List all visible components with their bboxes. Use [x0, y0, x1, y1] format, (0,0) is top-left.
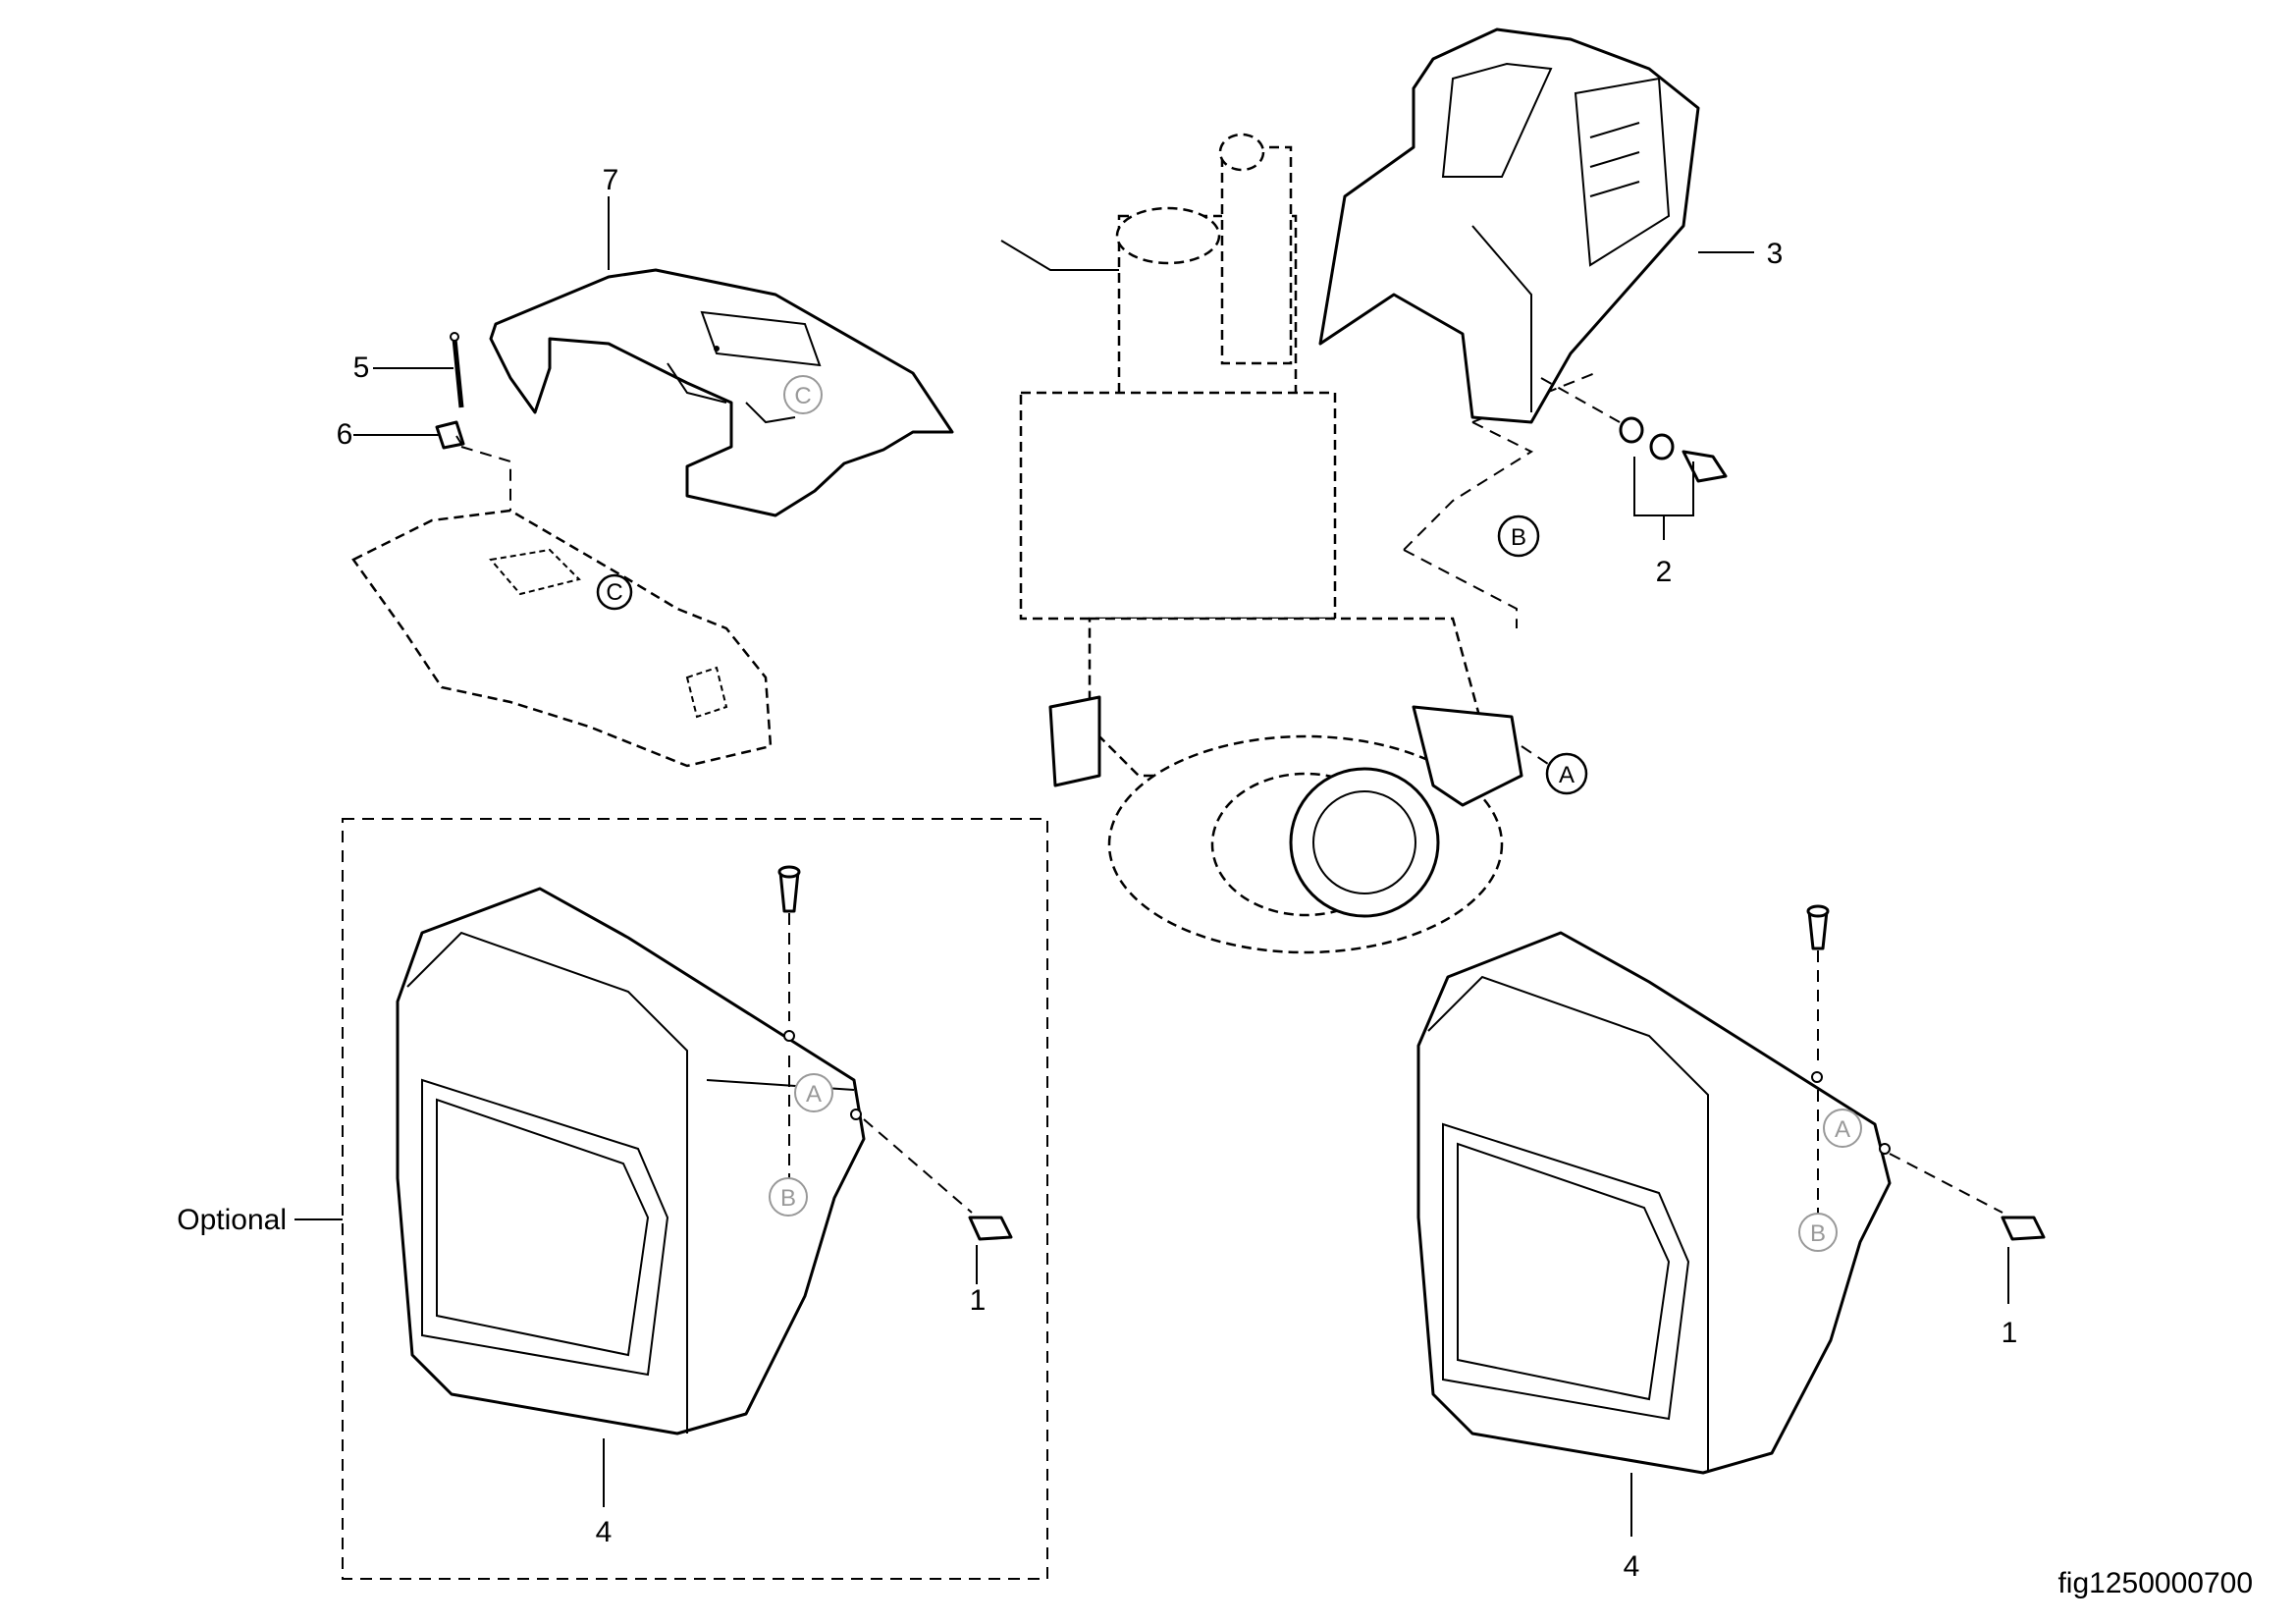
callout-2: 2	[1656, 556, 1673, 588]
callout-3: 3	[1767, 238, 1784, 270]
ref-a-circle-right: A	[1823, 1109, 1862, 1148]
svg-text:A: A	[806, 1081, 822, 1108]
svg-text:A: A	[1559, 762, 1575, 788]
ref-b-circle-left: B	[769, 1177, 808, 1217]
ref-b-circle-right: B	[1798, 1213, 1838, 1252]
callout-4-left: 4	[596, 1516, 613, 1548]
screw-left-top	[777, 865, 801, 913]
screw-right-top	[1806, 904, 1830, 950]
screw-right-side	[2001, 1216, 2046, 1241]
svg-text:B: B	[1810, 1220, 1826, 1247]
top-cover-part-7	[489, 268, 954, 517]
bolt-part-6	[435, 420, 465, 450]
svg-text:B: B	[780, 1185, 796, 1212]
optional-frame	[342, 818, 1048, 1580]
side-cover-left-part-4	[396, 887, 866, 1435]
drive-unit-assembly	[1000, 133, 1523, 954]
callout-1-right: 1	[2002, 1317, 2018, 1349]
callout-7: 7	[603, 164, 619, 196]
callout-4-right: 4	[1624, 1550, 1640, 1583]
svg-text:C: C	[606, 579, 622, 606]
svg-text:B: B	[1511, 524, 1526, 551]
side-cover-right-part-4	[1416, 931, 1892, 1475]
rear-cover-part-3	[1318, 27, 1700, 424]
ref-a-circle-left: A	[794, 1073, 833, 1112]
washer-bolt-part-2	[1619, 416, 1728, 540]
callout-6: 6	[337, 418, 353, 451]
lower-cover-dashed	[351, 509, 773, 768]
optional-label: Optional	[177, 1204, 287, 1236]
screw-left-side	[968, 1216, 1013, 1241]
callout-5: 5	[353, 352, 370, 384]
pin-part-5	[450, 332, 464, 408]
ref-c-circle-cover: C	[783, 375, 823, 414]
callout-1-left: 1	[970, 1284, 987, 1317]
svg-text:A: A	[1835, 1116, 1850, 1143]
ref-b-circle-main: B	[1497, 514, 1540, 558]
svg-text:C: C	[794, 383, 811, 409]
figure-id: fig1250000700	[2057, 1567, 2253, 1599]
ref-a-circle-main: A	[1545, 752, 1588, 795]
ref-c-circle-body: C	[596, 573, 633, 611]
